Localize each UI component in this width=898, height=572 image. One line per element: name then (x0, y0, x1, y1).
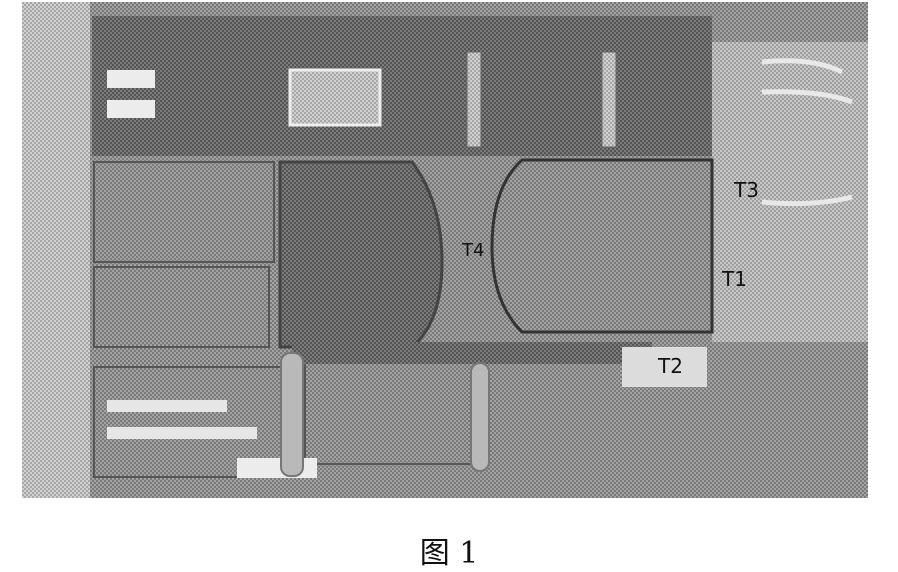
top-light-box (288, 68, 382, 127)
white-bar-2 (107, 427, 257, 439)
halftone-texture (22, 2, 868, 498)
tag-t2: T2 (658, 354, 683, 378)
top-dark-band (92, 16, 712, 156)
panel-left-2 (93, 266, 270, 348)
white-bar-1 (107, 400, 227, 412)
vertical-rail-left (280, 352, 304, 477)
panel-left-1 (93, 161, 275, 263)
t2-light-patch (622, 347, 707, 387)
tag-t3: T3 (734, 178, 759, 202)
vertical-rail-right (470, 362, 490, 472)
tag-t4: T4 (462, 240, 485, 261)
post-1 (466, 51, 482, 148)
connector-band (292, 342, 652, 364)
post-2 (601, 51, 617, 148)
tag-t1: T1 (722, 267, 747, 291)
panel-right-rounded (490, 158, 714, 334)
white-rect-2 (107, 100, 155, 118)
right-curves (761, 58, 853, 207)
left-strip (22, 2, 90, 498)
white-rect-1 (107, 70, 155, 88)
panel-center-rounded (278, 160, 444, 349)
panel-center-bottom (304, 353, 481, 465)
figure-panel: T3 T1 T2 T4 (22, 2, 868, 498)
figure-caption: 图 1 (419, 536, 479, 571)
white-bar-3 (237, 458, 317, 478)
